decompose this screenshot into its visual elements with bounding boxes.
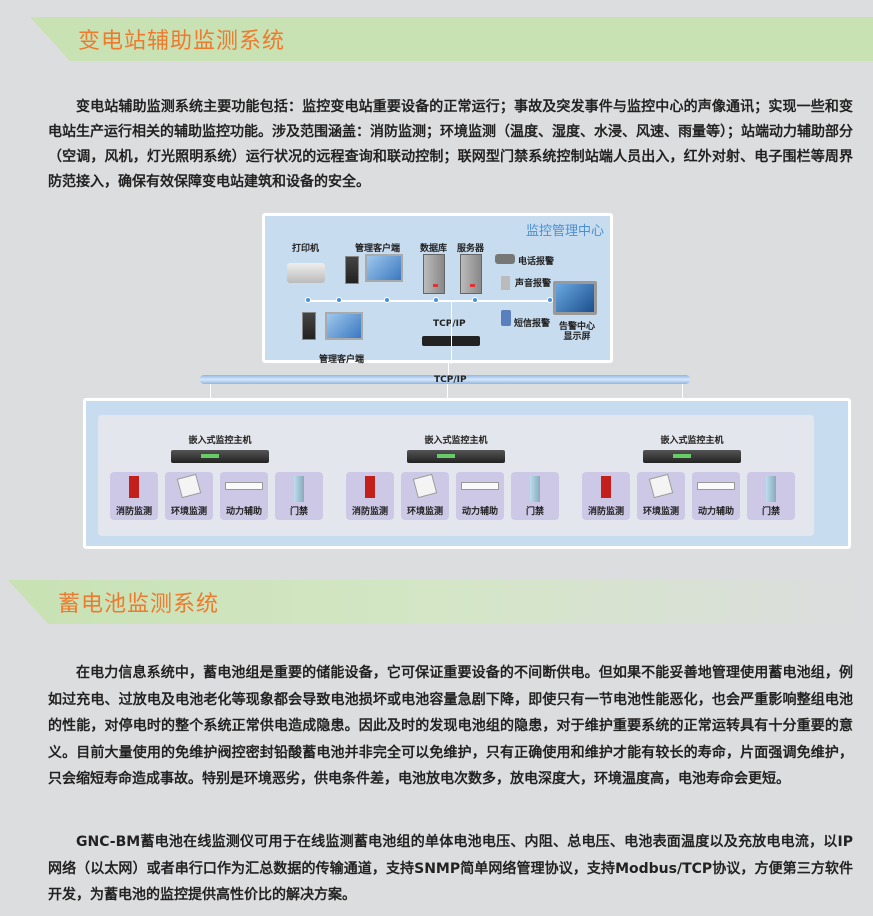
device-label: 动力辅助 [225,507,262,517]
tcpip-bus-label: TCP/IP [434,375,467,385]
env-sensor-icon [176,473,202,499]
pc-tower-icon [345,256,359,284]
device-tile: 门禁 [511,472,559,520]
node-dot [336,297,342,303]
link-line [447,384,448,404]
monitor-icon [325,312,363,340]
device-tile: 消防监测 [346,472,394,520]
station-panel: 嵌入式监控主机 消防监测 环境监测 动力辅助 门禁 [98,415,342,536]
section-header-battery: 蓄电池监测系统 [8,580,873,624]
display-screen-icon [553,281,597,315]
air-conditioner-icon [225,482,263,490]
tcpip-backbone [200,375,690,384]
device-label: 动力辅助 [697,507,734,517]
device-label: 消防监测 [587,507,624,517]
node-dot [384,297,390,303]
station-panel: 嵌入式监控主机 消防监测 环境监测 动力辅助 门禁 [334,415,578,536]
node-dot [305,297,311,303]
embedded-host-icon [171,450,269,463]
env-sensor-icon [648,473,674,499]
section-title: 变电站辅助监测系统 [78,29,286,54]
node-dot [547,297,553,303]
fire-alarm-icon [129,476,139,498]
fire-alarm-icon [601,476,611,498]
device-tile: 门禁 [275,472,323,520]
device-tile: 动力辅助 [456,472,504,520]
monitor-icon [365,254,403,282]
display-label: 告警中心显示屏 [558,322,595,342]
device-label: 环境监测 [642,507,679,517]
node-dot [433,297,439,303]
device-label: 动力辅助 [461,507,498,517]
link-line [682,384,683,404]
embedded-host-icon [407,450,505,463]
device-tile: 环境监测 [637,472,685,520]
client-label: 管理客户端 [355,244,401,254]
monitoring-center-title: 监控管理中心 [525,224,604,239]
link-line [210,384,211,404]
substation-description: 变电站辅助监测系统主要功能包括：监控变电站重要设备的正常运行；事故及突发事件与监… [48,99,853,190]
device-label: 消防监测 [115,507,152,517]
host-label: 嵌入式监控主机 [660,436,724,446]
device-tile: 环境监测 [401,472,449,520]
door-access-icon [294,476,304,502]
phone-alarm-label: 电话报警 [518,257,555,267]
node-dot [472,297,478,303]
embedded-host-icon [643,450,741,463]
phone-icon [495,254,515,264]
device-tile: 动力辅助 [220,472,268,520]
fire-alarm-icon [365,476,375,498]
section-title: 蓄电池监测系统 [58,592,220,617]
monitoring-center-panel: 监控管理中心 打印机 管理客户端 数据库 服务器 电话报警 声音报警 告警中心显… [262,213,613,365]
server-icon [460,254,482,294]
sms-alarm-label: 短信报警 [514,319,551,329]
printer-icon [287,263,325,283]
link-line [451,300,452,364]
air-conditioner-icon [697,482,735,490]
section-header-substation: 变电站辅助监测系统 [30,17,873,61]
device-label: 环境监测 [406,507,443,517]
client-label: 管理客户端 [319,355,365,365]
door-access-icon [530,476,540,502]
battery-product-description: GNC-BM蓄电池在线监测仪可用于在线监测蓄电池组的单体电池电压、内阻、总电压、… [48,834,853,903]
lan-bus [305,300,555,302]
battery-description: 在电力信息系统中，蓄电池组是重要的储能设备，它可保证重要设备的不间断供电。但如果… [48,665,853,787]
substation-panel: 嵌入式监控主机 消防监测 环境监测 动力辅助 门禁 嵌入式监控主机 消防监测 环… [83,398,851,549]
device-tile: 门禁 [747,472,795,520]
database-icon [423,254,445,294]
link-line [448,362,449,376]
door-access-icon [766,476,776,502]
database-label: 数据库 [420,244,448,254]
pc-tower-icon [302,312,316,340]
device-label: 门禁 [525,507,544,517]
device-tile: 环境监测 [165,472,213,520]
server-label: 服务器 [457,244,485,254]
tcpip-label: TCP/IP [433,319,466,329]
device-tile: 动力辅助 [692,472,740,520]
air-conditioner-icon [461,482,499,490]
env-sensor-icon [412,473,438,499]
host-label: 嵌入式监控主机 [424,436,488,446]
device-label: 消防监测 [351,507,388,517]
host-label: 嵌入式监控主机 [188,436,252,446]
device-label: 门禁 [761,507,780,517]
station-panel: 嵌入式监控主机 消防监测 环境监测 动力辅助 门禁 [570,415,814,536]
mobile-phone-icon [501,310,511,326]
device-tile: 消防监测 [110,472,158,520]
printer-label: 打印机 [292,244,320,254]
speaker-icon [501,276,510,290]
device-label: 环境监测 [170,507,207,517]
device-tile: 消防监测 [582,472,630,520]
sound-alarm-label: 声音报警 [515,279,552,289]
device-label: 门禁 [289,507,308,517]
